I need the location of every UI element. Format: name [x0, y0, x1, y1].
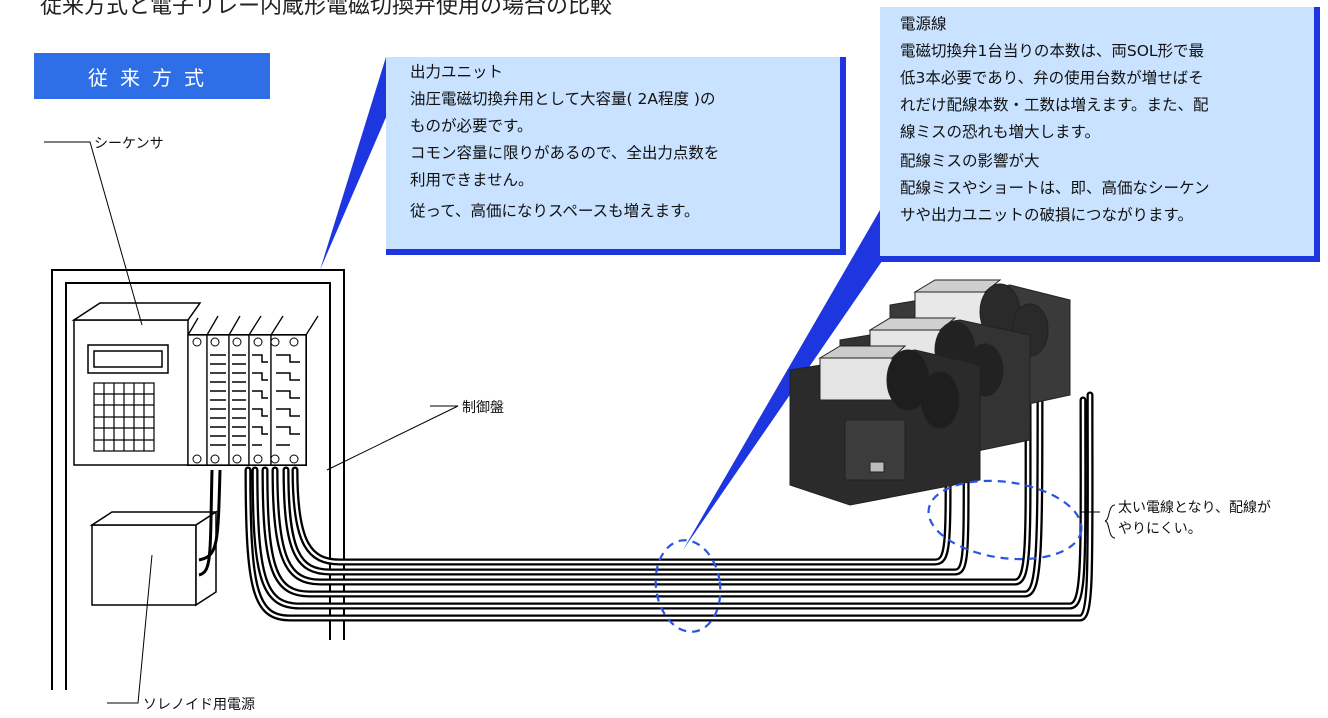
solenoid-valves — [789, 279, 1071, 506]
output-unit-line: ものが必要です。 — [410, 117, 533, 135]
section-badge: 従来方式 — [34, 53, 270, 99]
thick-wire-label-2: やりにくい。 — [1118, 521, 1202, 537]
output-unit-line: 油圧電磁切換弁用として大容量( 2A程度 )の — [410, 90, 716, 108]
dashed-ellipses — [654, 479, 1083, 633]
output-unit-line: 利用できません。 — [410, 171, 534, 189]
leader-lines — [44, 141, 1116, 704]
sequencer-keypad — [93, 382, 155, 452]
terminal-screws — [192, 337, 299, 464]
power-line-callout: 電源線 電磁切換弁1台当りの本数は、両SOL形で最 低3本必要であり、弁の使用台… — [880, 7, 1320, 262]
output-unit-line: 従って、高価になりスペースも増えます。 — [410, 202, 700, 220]
power-line-line: 低3本必要であり、弁の使用台数が増せばそ — [900, 69, 1204, 87]
wiring-error-line: 配線ミスやショートは、即、高価なシーケン — [900, 179, 1210, 197]
solenoid-power-supply — [89, 510, 219, 607]
thick-wire-label-1: 太い電線となり、配線が — [1118, 500, 1272, 516]
sequencer-label: シーケンサ — [94, 136, 164, 152]
wiring-error-heading: 配線ミスの影響が大 — [900, 152, 1040, 170]
power-line-line: 電磁切換弁1台当りの本数は、両SOL形で最 — [900, 42, 1205, 60]
output-unit-heading: 出力ユニット — [410, 63, 504, 81]
wiring-error-line: サや出力ユニットの破損につながります。 — [900, 206, 1193, 224]
diagram-title: 従来方式と電子リレー内蔵形電磁切換弁使用の場合の比較 — [40, 0, 613, 19]
output-unit-callout: 出力ユニット 油圧電磁切換弁用として大容量( 2A程度 )の ものが必要です。 … — [386, 57, 846, 255]
terminal-strips — [210, 354, 300, 446]
output-unit-line: コモン容量に限りがあるので、全出力点数を — [410, 144, 720, 162]
power-supply-wires — [198, 469, 222, 577]
cable-bundle — [244, 381, 1094, 622]
sequencer — [71, 302, 202, 466]
power-line-line: 線ミスの恐れも増大します。 — [900, 123, 1100, 141]
power-line-line: れだけ配線本数・工数は増えます。また、配 — [900, 96, 1209, 114]
power-line-heading: 電源線 — [900, 15, 947, 33]
solenoid-power-label: ソレノイド用電源 — [143, 697, 255, 713]
control-panel-label: 制御盤 — [462, 400, 504, 416]
